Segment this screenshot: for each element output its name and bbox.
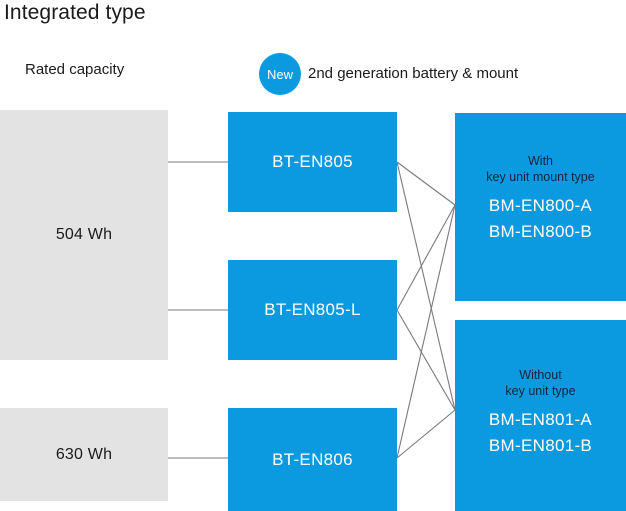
link-bt-en806-to-with — [396, 204, 456, 459]
new-badge: New — [259, 53, 301, 95]
mount-codes-with: BM-EN800-A BM-EN800-B — [489, 193, 592, 245]
battery-box-bt-en805[interactable]: BT-EN805 — [228, 112, 397, 212]
battery-label-bt-en805: BT-EN805 — [272, 152, 353, 171]
capacity-box-504: 504 Wh — [0, 110, 168, 360]
mount-subtitle-line2-without: key unit type — [505, 384, 576, 398]
mount-code-bm-en801-b: BM-EN801-B — [488, 436, 593, 455]
mount-subtitle-line1-with: With — [528, 154, 553, 168]
mount-box-without-key-unit[interactable]: Without key unit type BM-EN801-A BM-EN80… — [455, 320, 626, 511]
mount-codes-without: BM-EN801-A BM-EN801-B — [489, 407, 592, 459]
battery-label-bt-en806: BT-EN806 — [272, 449, 353, 469]
battery-box-bt-en806[interactable]: BT-EN806 — [228, 408, 397, 511]
mount-subtitle-line1-without: Without — [519, 368, 562, 382]
capacity-label-504: 504 Wh — [55, 226, 113, 243]
mount-code-bm-en801-a: BM-EN801-A — [488, 410, 593, 429]
mount-box-with-key-unit[interactable]: With key unit mount type BM-EN800-A BM-E… — [455, 113, 626, 301]
link-bt-en805-l-to-without — [396, 309, 456, 411]
mount-code-bm-en800-b: BM-EN800-B — [488, 222, 593, 241]
column-header-second-generation-label: 2nd generation battery & mount — [308, 65, 519, 82]
mount-subtitle-line2-with: key unit mount type — [486, 170, 595, 184]
page-title: Integrated type — [4, 1, 146, 24]
column-header-rated-capacity: Rated capacity — [25, 61, 125, 78]
battery-box-bt-en805-l[interactable]: BT-EN805-L — [228, 260, 397, 360]
capacity-box-630: 630 Wh — [0, 408, 168, 501]
link-bt-en805-to-without — [396, 161, 456, 411]
link-bt-en805-to-with — [396, 161, 456, 206]
mount-code-bm-en800-a: BM-EN800-A — [488, 196, 593, 215]
link-bt-en805-l-to-with — [396, 204, 456, 311]
column-header-second-generation: New 2nd generation battery & mount — [259, 53, 518, 95]
capacity-label-630: 630 Wh — [55, 445, 113, 463]
battery-label-bt-en805-l: BT-EN805-L — [264, 300, 361, 319]
link-bt-en806-to-without — [396, 409, 456, 459]
